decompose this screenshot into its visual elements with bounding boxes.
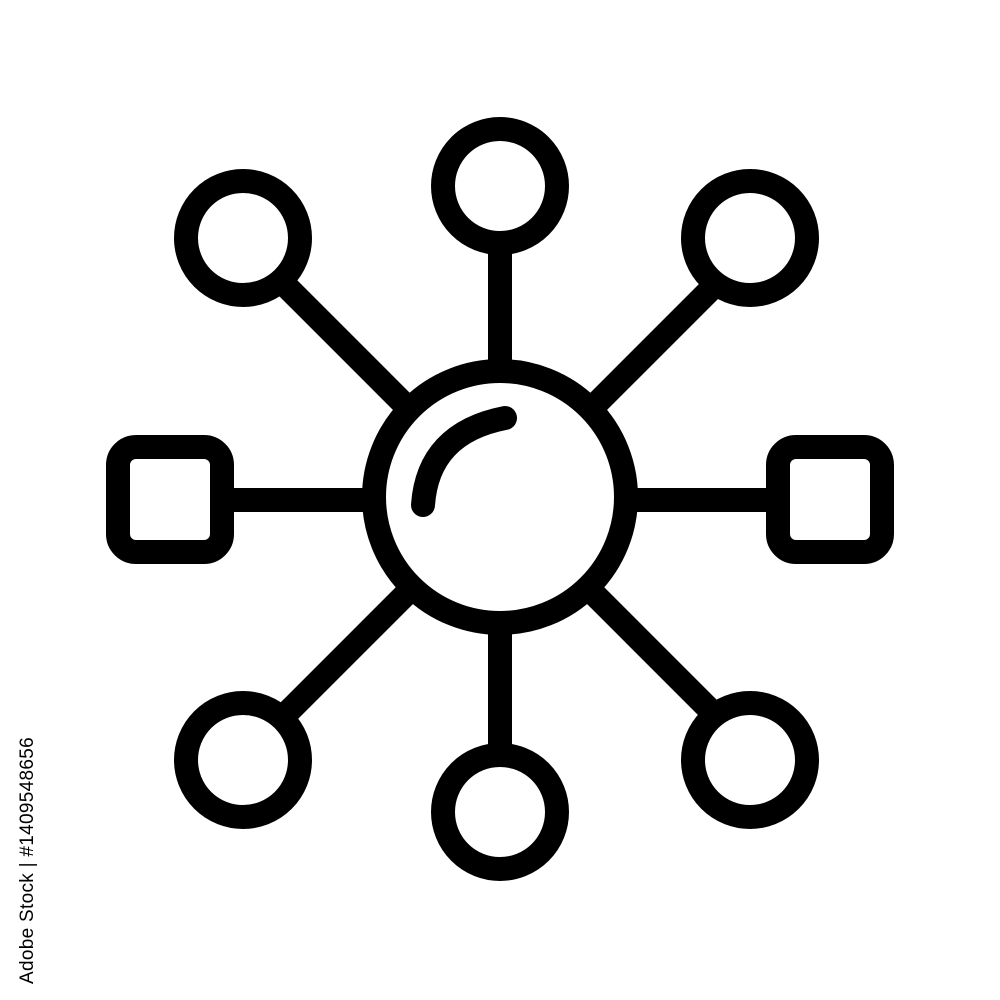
node-right [766,435,894,564]
center-hub-circle [362,359,638,635]
node-top-left [174,169,312,307]
node-top-right [681,169,819,307]
connector-bottom-left [274,583,417,726]
connector-top-left [274,274,417,417]
node-top [431,117,569,255]
node-left [106,435,234,564]
node-bottom-right [681,691,819,829]
node-bottom [431,743,569,881]
connector-bottom-right [583,583,726,726]
node-bottom-left [174,691,312,829]
stock-id-watermark: Adobe Stock | #1409548656 [17,737,38,984]
hub-highlight-arc [411,406,517,517]
connector-top-right [583,274,726,417]
